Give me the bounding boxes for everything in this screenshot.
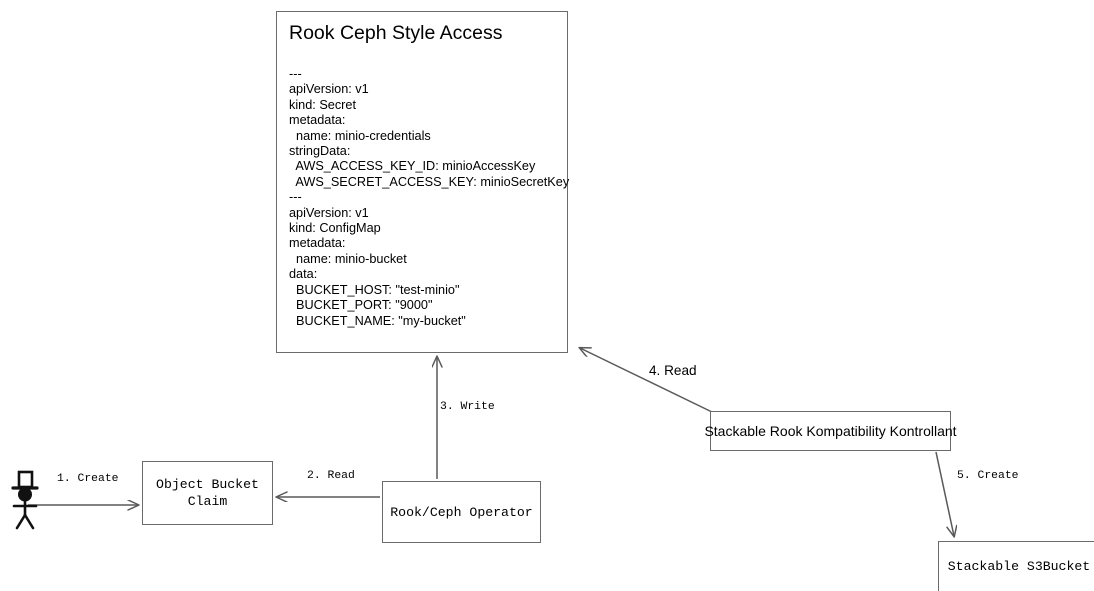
stick-figure-actor-icon — [11, 470, 39, 530]
edge-label-1-create: 1. Create — [57, 473, 119, 485]
node-stackable-s3bucket-label: Stackable S3Bucket — [947, 559, 1091, 574]
node-stackable-s3bucket[interactable]: Stackable S3Bucket — [938, 541, 1094, 591]
edge-label-5-create: 5. Create — [957, 470, 1019, 482]
node-skkk-label: Stackable Rook Kompatibility Kontrollant — [704, 422, 957, 439]
edge-label-2-read: 2. Read — [307, 470, 355, 482]
code-panel-rook-ceph-style-access: Rook Ceph Style Access --- apiVersion: v… — [276, 11, 570, 353]
edge-4-read-arrow — [580, 348, 713, 413]
edge-label-3-write: 3. Write — [440, 401, 495, 413]
node-rook-ceph-operator[interactable]: Rook/Ceph Operator — [382, 481, 541, 543]
code-panel-yaml-body: --- apiVersion: v1 kind: Secret metadata… — [289, 67, 570, 328]
edge-label-4-read: 4. Read — [649, 363, 697, 378]
node-stackable-rook-kompatibility-kontrollant[interactable]: Stackable Rook Kompatibility Kontrollant — [704, 411, 957, 451]
edge-5-create-arrow — [935, 451, 954, 536]
node-object-bucket-claim[interactable]: Object Bucket Claim — [142, 461, 273, 525]
code-panel-title: Rook Ceph Style Access — [289, 22, 503, 44]
node-rook-ceph-operator-label: Rook/Ceph Operator — [390, 504, 533, 520]
node-object-bucket-claim-label: Object Bucket Claim — [156, 477, 259, 509]
